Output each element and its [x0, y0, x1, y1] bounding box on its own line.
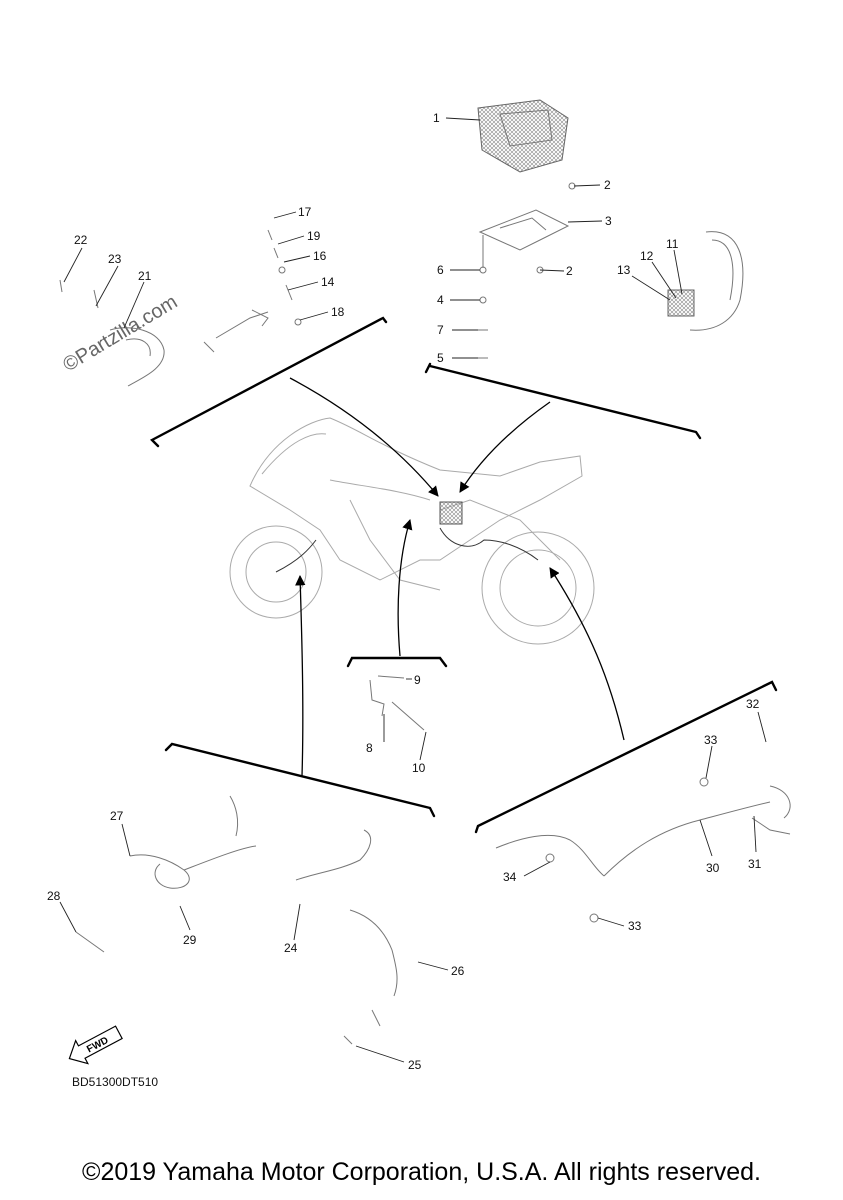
abs-unit-part — [477, 99, 569, 173]
callout-17: 17 — [298, 205, 312, 219]
fwd-label: FWD — [85, 1035, 110, 1055]
callout-31: 31 — [748, 857, 762, 871]
sensor-bracket-parts — [369, 675, 425, 731]
callout-6: 6 — [437, 263, 444, 277]
motorcycle-outline — [229, 417, 595, 645]
left-bracket-parts — [59, 279, 165, 387]
callout-3: 3 — [605, 214, 612, 228]
callout-33b: 33 — [628, 919, 642, 933]
callout-32: 32 — [746, 697, 760, 711]
callout-12: 12 — [640, 249, 654, 263]
callout-18: 18 — [331, 305, 345, 319]
callout-11: 11 — [666, 237, 679, 251]
callout-9: 9 — [414, 673, 421, 687]
callout-10: 10 — [412, 761, 426, 775]
copyright-notice: ©2019 Yamaha Motor Corporation, U.S.A. A… — [82, 1158, 761, 1186]
callout-27: 27 — [110, 809, 124, 823]
diagram-code: BD51300DT510 — [72, 1075, 158, 1089]
callout-4: 4 — [437, 293, 444, 307]
watermark: ©Partzilla.com — [59, 291, 181, 376]
callout-34: 34 — [503, 870, 517, 884]
callout-25: 25 — [408, 1058, 422, 1072]
callout-23: 23 — [108, 252, 122, 266]
callout-5: 5 — [437, 351, 444, 365]
sensor-part — [667, 231, 744, 331]
rear-harness-parts — [495, 777, 791, 923]
middle-harness-parts — [295, 829, 398, 1045]
front-harness-parts — [75, 795, 257, 953]
callout-13: 13 — [617, 263, 631, 277]
callout-labels: 1 2 2 3 4 5 6 7 8 9 10 11 12 13 14 16 17… — [47, 111, 762, 1072]
callout-28: 28 — [47, 889, 61, 903]
callout-14: 14 — [321, 275, 335, 289]
upper-left-parts — [203, 229, 302, 353]
group-brackets — [150, 316, 778, 834]
callout-26: 26 — [451, 964, 465, 978]
callout-8: 8 — [366, 741, 373, 755]
pointer-arrows — [289, 377, 625, 777]
callout-29: 29 — [183, 933, 197, 947]
callout-24: 24 — [284, 941, 298, 955]
bracket-part — [478, 182, 576, 359]
callout-1: 1 — [433, 111, 440, 125]
callout-21: 21 — [138, 269, 152, 283]
leader-lines — [59, 117, 767, 1063]
callout-33a: 33 — [704, 733, 718, 747]
callout-2b: 2 — [566, 264, 573, 278]
callout-19: 19 — [307, 229, 321, 243]
fwd-arrow-icon: FWD — [68, 1025, 123, 1065]
callout-7: 7 — [437, 323, 444, 337]
callout-30: 30 — [706, 861, 720, 875]
callout-16: 16 — [313, 249, 327, 263]
callout-22: 22 — [74, 233, 88, 247]
callout-2a: 2 — [604, 178, 611, 192]
